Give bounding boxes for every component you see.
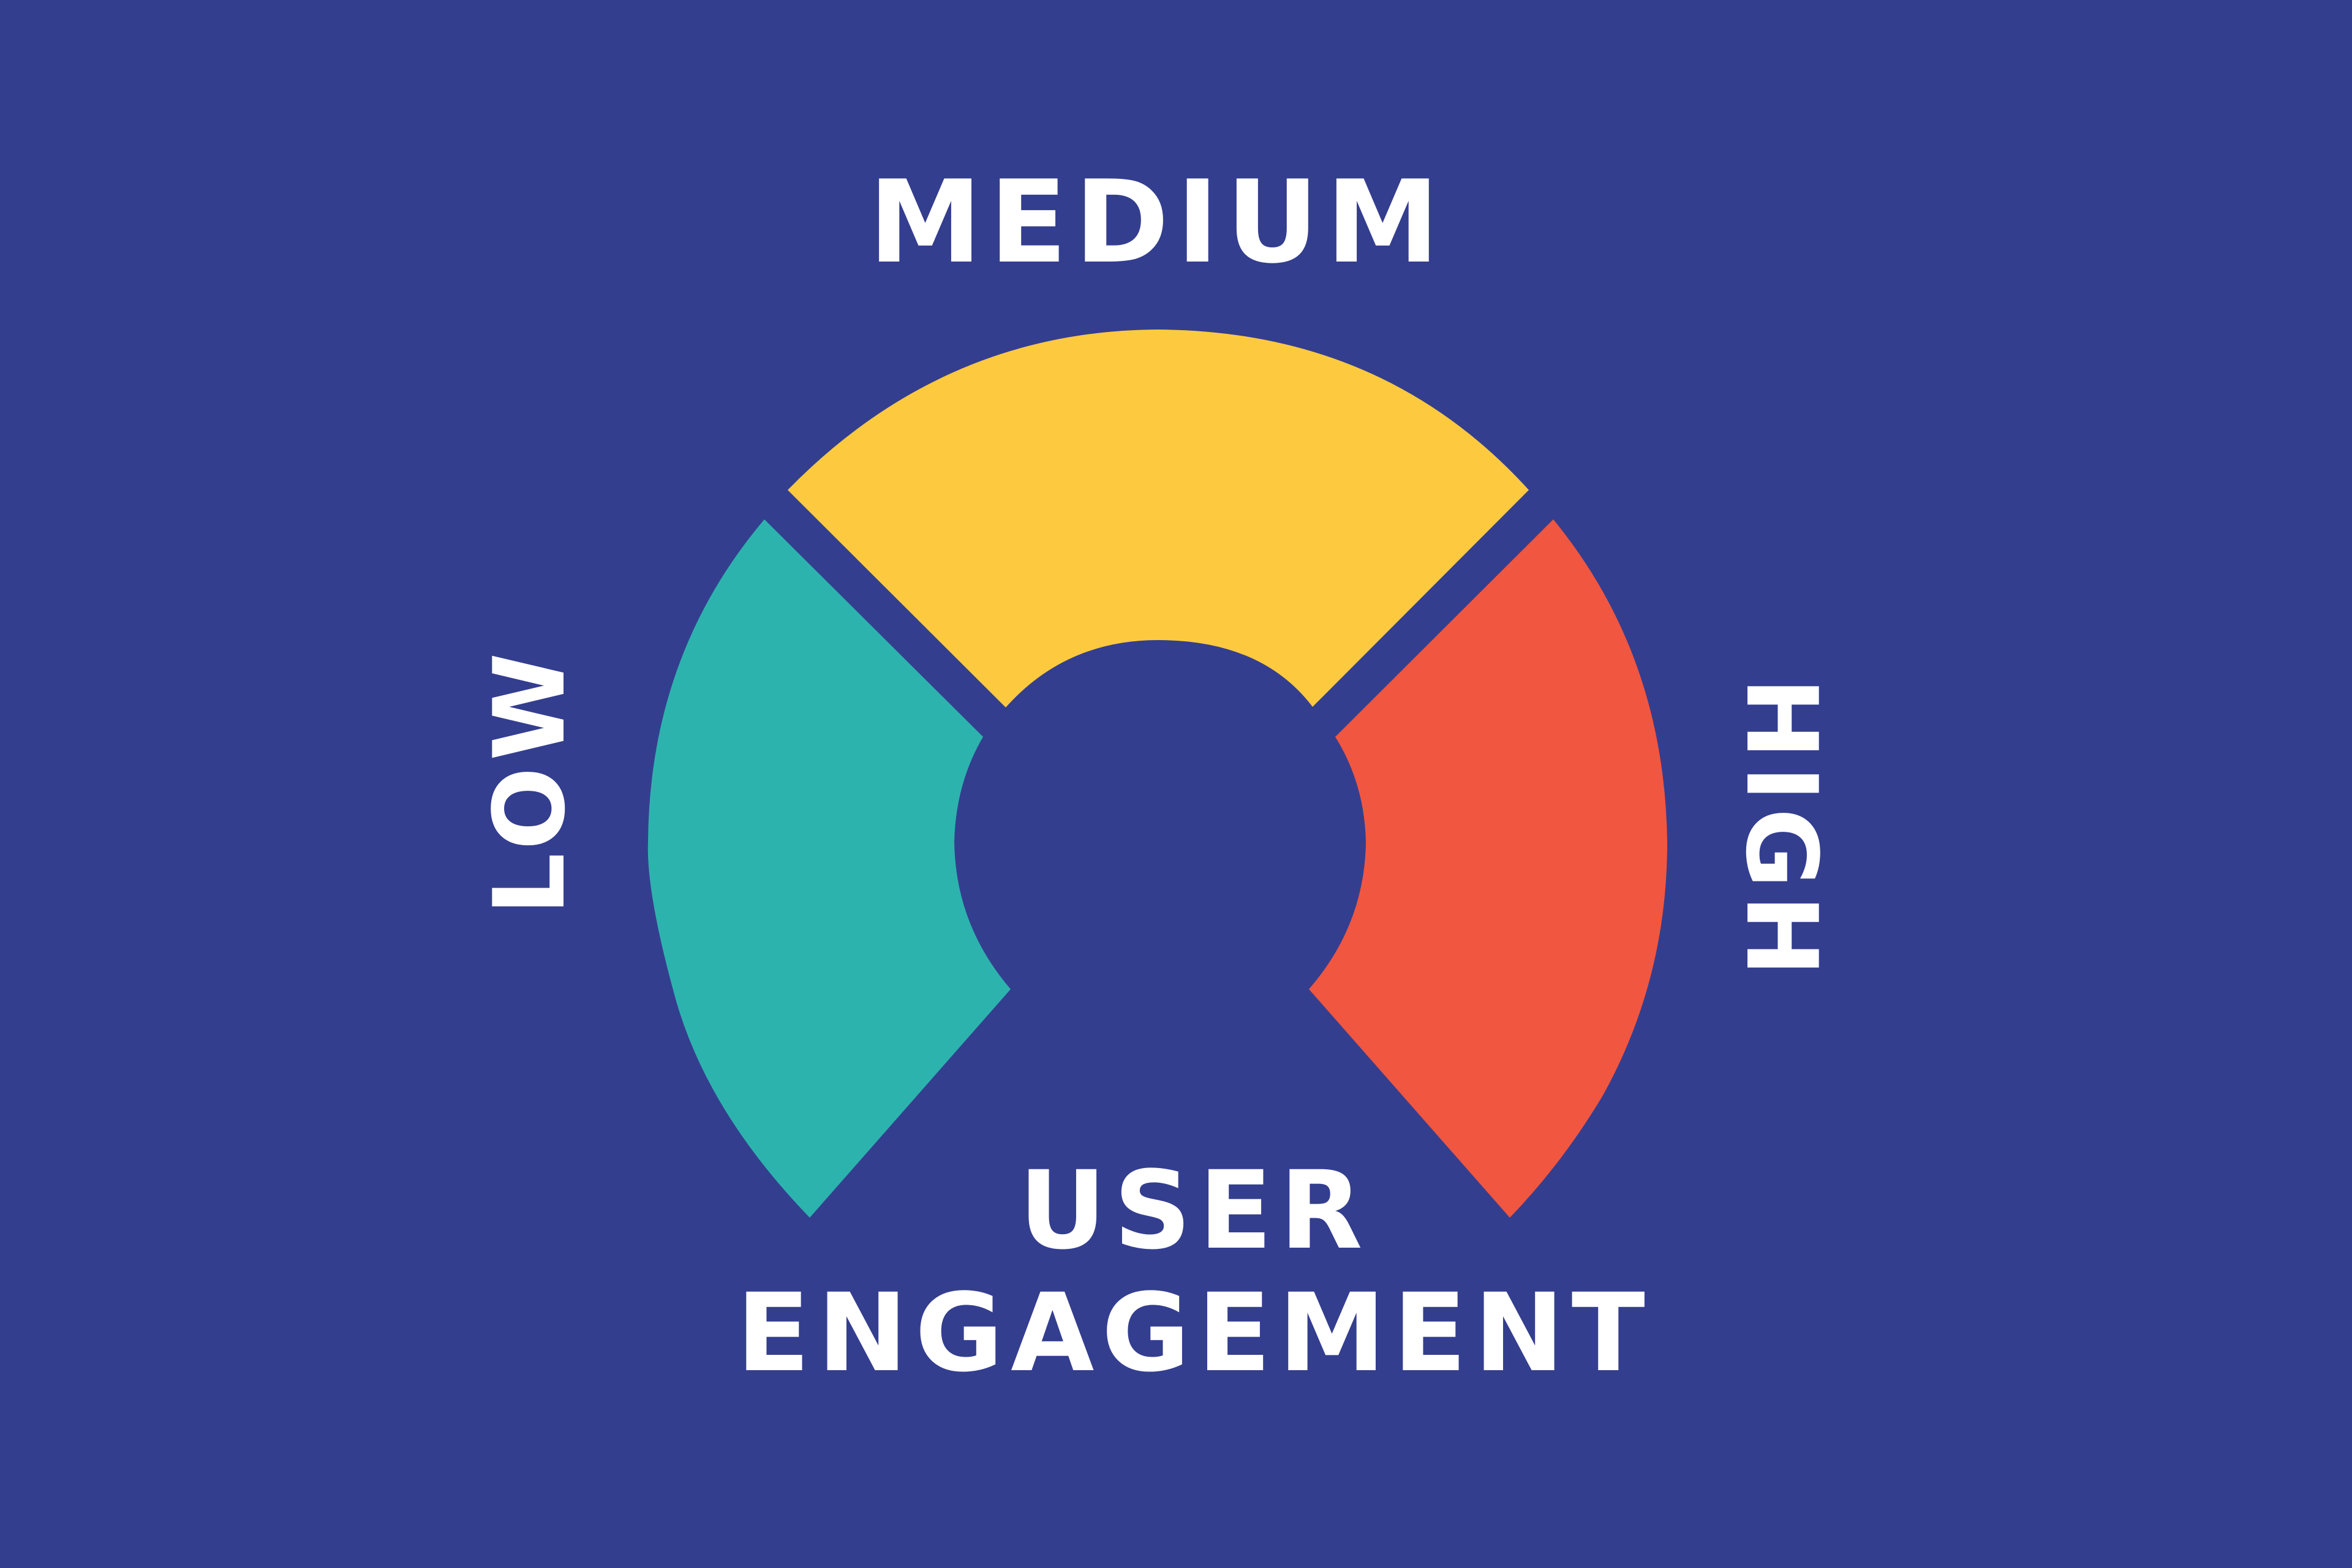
- title-line-engagement: ENGAGEMENT: [736, 1270, 1653, 1396]
- low-segment: [647, 519, 1011, 1218]
- high-label: HIGH: [1724, 677, 1839, 983]
- title-line-user: USER: [1019, 1148, 1370, 1273]
- medium-label: MEDIUM: [869, 156, 1447, 288]
- low-label: LOW: [472, 646, 587, 916]
- medium-segment: [788, 330, 1529, 707]
- high-segment: [1309, 519, 1667, 1218]
- diagram-title: USER ENGAGEMENT: [686, 1152, 1703, 1392]
